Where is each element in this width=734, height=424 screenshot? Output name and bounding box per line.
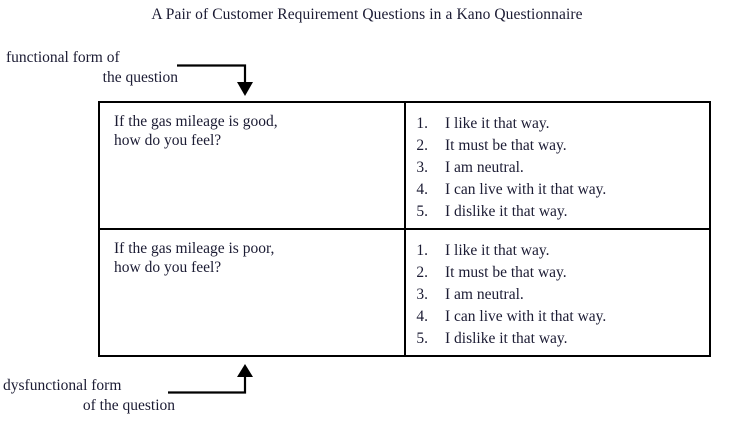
answer-number: 4. xyxy=(416,181,428,198)
dysfunctional-form-label-line1: dysfunctional form xyxy=(3,377,122,394)
table-row: If the gas mileage is good, how do you f… xyxy=(100,103,709,229)
answer-option: 1. I like it that way. xyxy=(406,113,709,135)
answer-number: 2. xyxy=(416,264,428,281)
kano-questionnaire-table: If the gas mileage is good, how do you f… xyxy=(98,101,711,357)
answer-text: I like it that way. xyxy=(445,115,550,132)
functional-form-label-line1: functional form of xyxy=(6,49,120,66)
answer-list: 1. I like it that way. 2. It must be tha… xyxy=(406,113,709,223)
question-cell-dysfunctional: If the gas mileage is poor, how do you f… xyxy=(100,228,406,355)
answer-list: 1. I like it that way. 2. It must be tha… xyxy=(406,240,709,350)
answer-number: 3. xyxy=(416,159,428,176)
answer-text: It must be that way. xyxy=(445,264,567,281)
answer-number: 3. xyxy=(416,286,428,303)
answer-text: I am neutral. xyxy=(445,286,524,303)
answer-option: 2. It must be that way. xyxy=(406,135,709,157)
answer-option: 3. I am neutral. xyxy=(406,284,709,306)
answer-number: 4. xyxy=(416,308,428,325)
question-text: If the gas mileage is poor, how do you f… xyxy=(114,239,404,277)
answer-option: 5. I dislike it that way. xyxy=(406,328,709,350)
answer-number: 5. xyxy=(416,330,428,347)
answer-text: I dislike it that way. xyxy=(445,330,568,347)
answer-text: It must be that way. xyxy=(445,137,567,154)
question-cell-functional: If the gas mileage is good, how do you f… xyxy=(100,103,406,229)
answer-text: I can live with it that way. xyxy=(445,181,607,198)
functional-form-label: functional form of the question xyxy=(6,48,178,88)
question-line-1: If the gas mileage is poor, xyxy=(114,240,275,257)
answer-option: 5. I dislike it that way. xyxy=(406,201,709,223)
answers-cell-dysfunctional: 1. I like it that way. 2. It must be tha… xyxy=(405,228,709,355)
answer-text: I like it that way. xyxy=(445,242,550,259)
answer-text: I am neutral. xyxy=(445,159,524,176)
answer-option: 1. I like it that way. xyxy=(406,240,709,262)
answer-option: 4. I can live with it that way. xyxy=(406,306,709,328)
answer-option: 3. I am neutral. xyxy=(406,157,709,179)
answer-number: 5. xyxy=(416,203,428,220)
table-row: If the gas mileage is poor, how do you f… xyxy=(100,228,709,355)
answer-option: 2. It must be that way. xyxy=(406,262,709,284)
question-line-2: how do you feel? xyxy=(114,259,222,276)
answer-text: I can live with it that way. xyxy=(445,308,607,325)
answers-cell-functional: 1. I like it that way. 2. It must be tha… xyxy=(405,103,709,229)
question-line-2: how do you feel? xyxy=(114,132,222,149)
question-line-1: If the gas mileage is good, xyxy=(114,113,278,130)
figure-title: A Pair of Customer Requirement Questions… xyxy=(151,6,583,23)
question-text: If the gas mileage is good, how do you f… xyxy=(114,112,404,150)
dysfunctional-form-label-line2: of the question xyxy=(82,397,175,414)
dysfunctional-form-label: dysfunctional form of the question xyxy=(3,376,175,416)
answer-number: 2. xyxy=(416,137,428,154)
functional-form-label-line2: the question xyxy=(102,69,178,86)
answer-number: 1. xyxy=(416,115,428,132)
answer-option: 4. I can live with it that way. xyxy=(406,179,709,201)
answer-number: 1. xyxy=(416,242,428,259)
answer-text: I dislike it that way. xyxy=(445,203,568,220)
